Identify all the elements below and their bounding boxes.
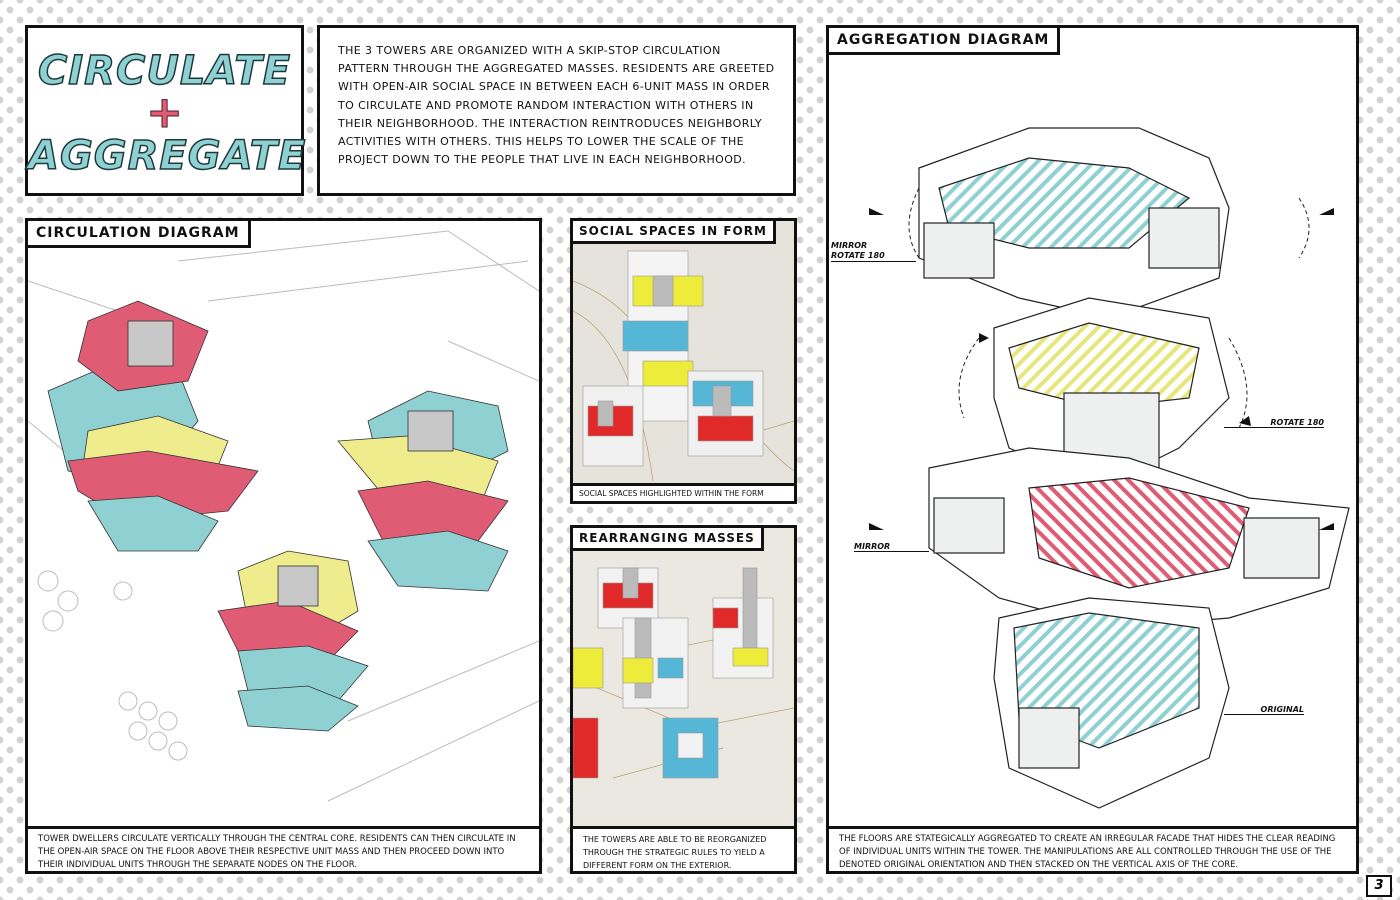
tag-mirror: Mirror [854, 542, 929, 552]
model-top [622, 250, 704, 422]
circulation-diagram [28, 230, 539, 802]
social-spaces-label: Social Spaces in Form [573, 221, 776, 244]
social-spaces-caption: Social spaces highlighted within the for… [573, 483, 794, 501]
title-line-2: Aggregate [27, 132, 307, 180]
floor-mirror-rotate [918, 127, 1230, 319]
tag-rotate-text: Rotate 180 [831, 251, 885, 260]
intro-text: The 3 towers are organized with a skip-s… [317, 25, 796, 196]
circulation-label: Circulation Diagram [28, 221, 251, 248]
title-plus: + [146, 87, 184, 138]
model-left [582, 385, 644, 467]
circulation-panel: Circulation Diagram Tower dwellers circu… [25, 218, 542, 874]
tower-right [337, 390, 509, 592]
model-right [687, 370, 764, 457]
tag-rotate: Rotate 180 [1224, 418, 1324, 428]
title-panel: Circulate + Aggregate [25, 25, 307, 196]
tag-original: Original [1224, 705, 1304, 715]
rearranging-caption: The towers are able to be reorganized th… [573, 826, 794, 871]
tower-center [217, 550, 369, 732]
social-spaces-photo [573, 221, 794, 501]
aggregation-diagram [869, 127, 1350, 809]
tower-left [47, 300, 259, 552]
aggregation-label: Aggregation Diagram [829, 28, 1061, 55]
rearranging-label: Rearranging Masses [573, 528, 764, 551]
rearranging-panel: Rearranging Masses The towers are able t… [570, 525, 797, 874]
social-spaces-panel: Social Spaces in Form Social spaces high… [570, 218, 797, 504]
floor-original [993, 597, 1230, 809]
tag-mirror-text: Mirror [831, 241, 868, 250]
title-line-1: Circulate [37, 47, 292, 95]
page-number: 3 [1366, 875, 1392, 897]
circulation-caption: Tower dwellers circulate vertically thro… [28, 826, 539, 871]
aggregation-caption: The floors are stategically aggregated t… [829, 826, 1356, 871]
tag-mirror-rotate: Mirror Rotate 180 [831, 241, 916, 262]
aggregation-panel: Mirror Rotate 180 Rotate 180 Mirror Orig… [826, 25, 1359, 874]
rearranging-photo [573, 528, 794, 828]
floor-mirror [928, 447, 1350, 629]
